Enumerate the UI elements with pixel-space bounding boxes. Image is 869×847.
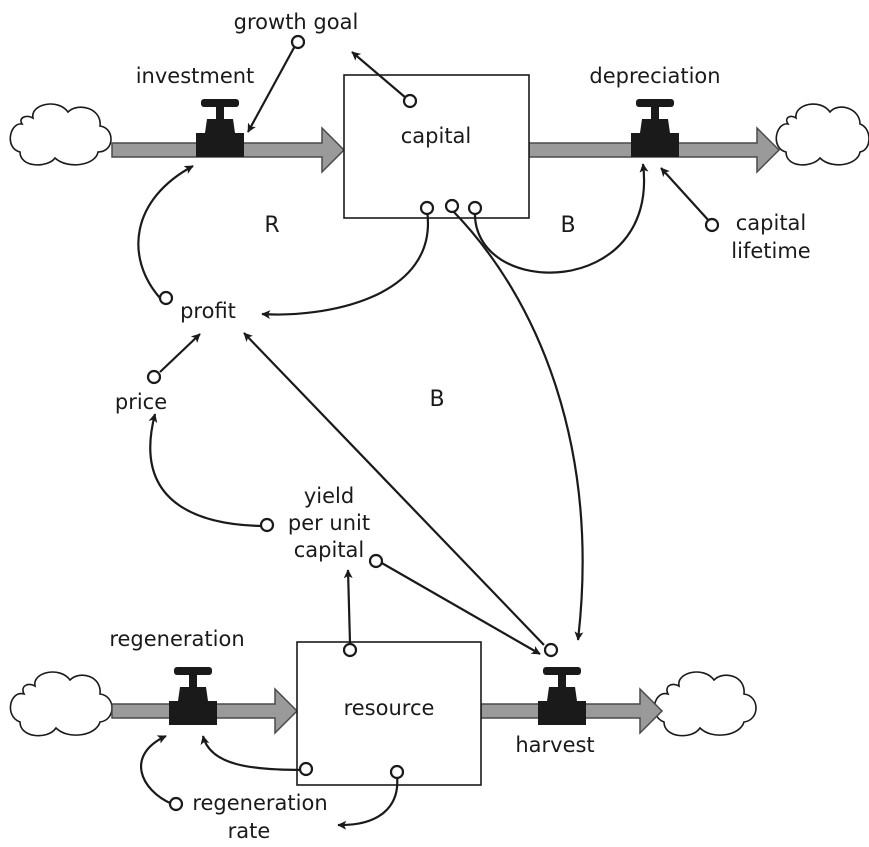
link-capital-harvest xyxy=(451,209,584,641)
yield-label-line2: per unit xyxy=(288,511,370,535)
yield-label-line3: capital xyxy=(294,538,365,562)
depreciation-label: depreciation xyxy=(589,64,720,88)
source-cloud-regeneration xyxy=(9,671,113,737)
link-regenrate-regeneration xyxy=(140,735,173,806)
link-resource-yield xyxy=(343,569,353,644)
growth-goal-label: growth goal xyxy=(234,10,359,34)
link-resource-regeneration xyxy=(200,735,304,772)
causal-links xyxy=(137,43,711,830)
link-price-profit xyxy=(159,333,201,373)
link-harvest-profit xyxy=(243,332,545,646)
link-capital-growthgoal xyxy=(351,51,407,99)
regeneration-valve-icon[interactable] xyxy=(169,667,217,725)
source-cloud-investment xyxy=(9,103,112,166)
capital-stock-label: capital xyxy=(401,124,472,148)
link-capital-depreciation xyxy=(473,163,649,274)
sink-cloud-depreciation xyxy=(775,103,869,166)
link-profit-investment xyxy=(137,165,194,299)
resource-stock-label: resource xyxy=(344,696,435,720)
link-growthgoal-investment xyxy=(247,43,297,133)
regeneration-label: regeneration xyxy=(109,627,244,651)
regeneration-rate-label-line2: rate xyxy=(228,819,271,843)
yield-label-line1: yield xyxy=(304,484,354,508)
link-origins xyxy=(146,34,720,812)
reinforcing-loop-label: R xyxy=(264,213,279,238)
link-yield-harvest xyxy=(379,561,541,655)
balancing-loop-capital-label: B xyxy=(560,213,575,238)
investment-valve-icon[interactable] xyxy=(196,99,244,157)
link-yield-price xyxy=(148,413,263,528)
balancing-loop-harvest-label: B xyxy=(429,387,444,412)
sink-cloud-harvest xyxy=(653,671,757,737)
harvest-label: harvest xyxy=(515,733,594,757)
price-label: price xyxy=(115,390,167,414)
capital-stock[interactable]: capital xyxy=(343,74,530,219)
capital-lifetime-label-line2: lifetime xyxy=(731,239,810,263)
investment-label: investment xyxy=(136,64,255,88)
link-resource-regenrate xyxy=(337,775,399,830)
regeneration-rate-label-line1: regeneration xyxy=(192,791,327,815)
link-lifetime-depreciation xyxy=(660,167,711,223)
harvest-valve-icon[interactable] xyxy=(538,667,586,725)
capital-lifetime-label-line1: capital xyxy=(736,211,807,235)
profit-label: profit xyxy=(180,299,236,323)
resource-stock[interactable]: resource xyxy=(296,641,482,786)
depreciation-valve-icon[interactable] xyxy=(631,99,679,157)
link-capital-profit xyxy=(261,209,430,320)
